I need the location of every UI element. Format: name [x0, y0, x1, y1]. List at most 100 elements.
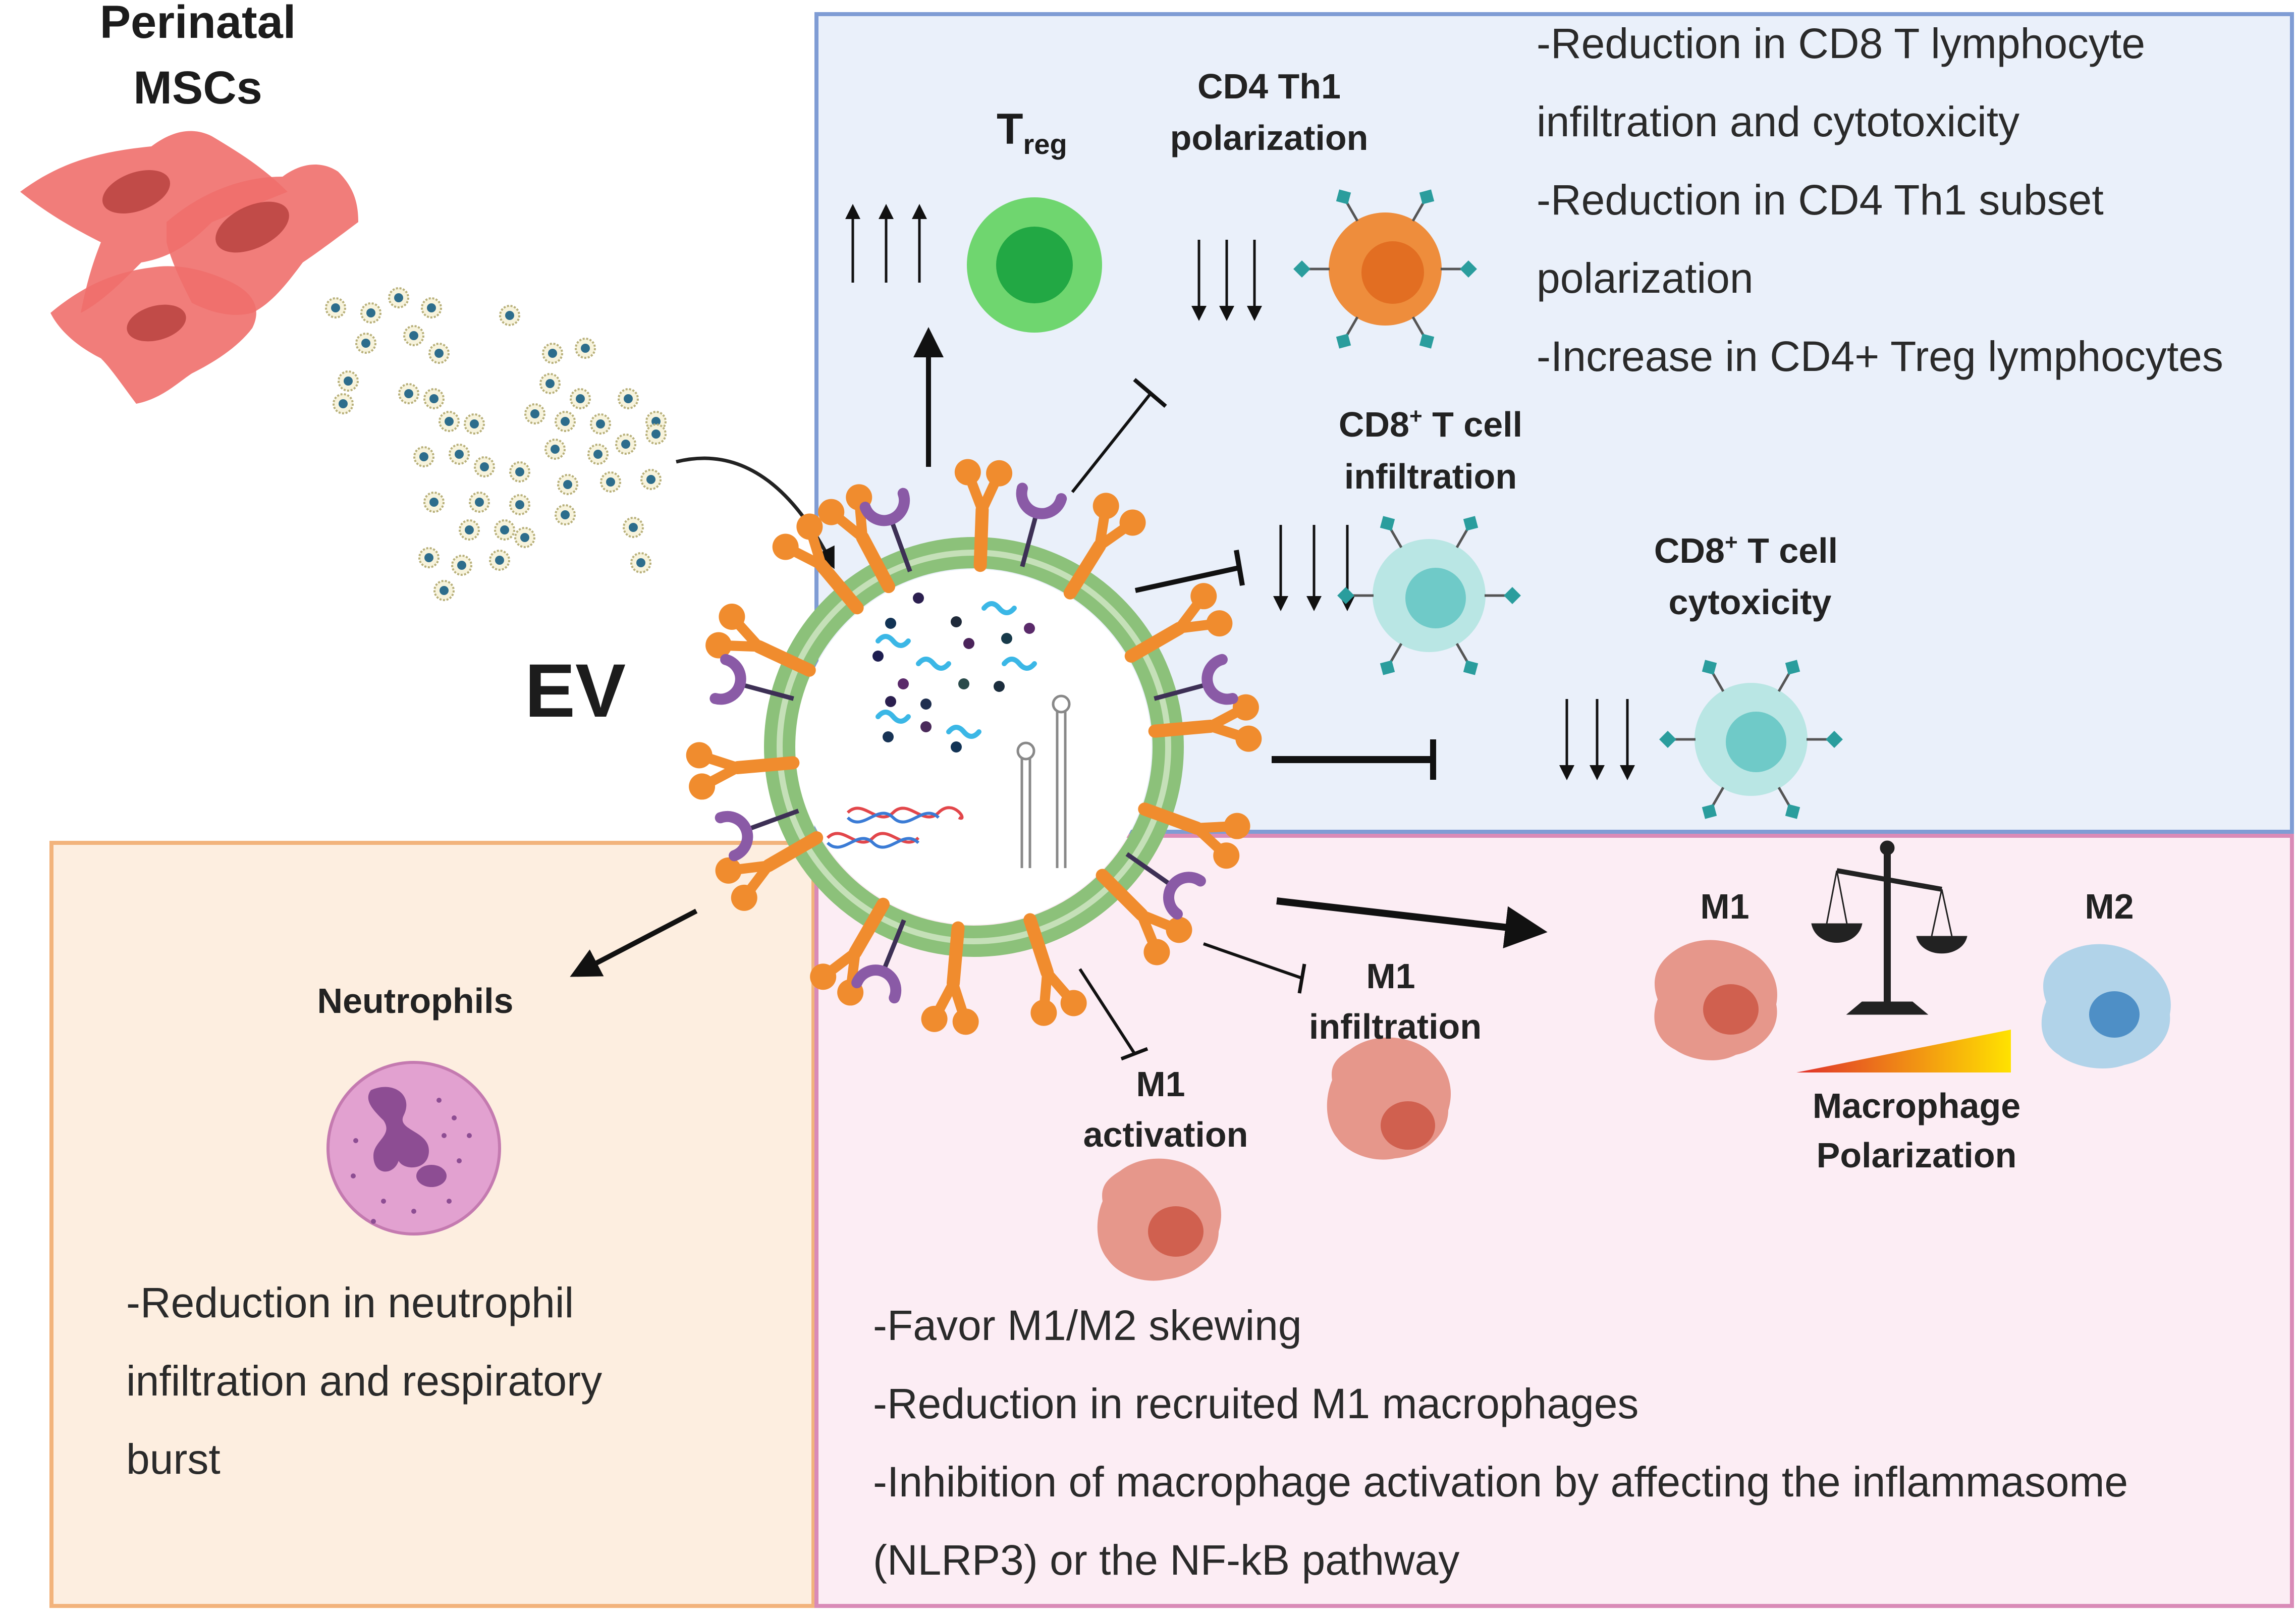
- mirna-hairpin-icon: [1016, 694, 1071, 868]
- exosome-icon: [623, 517, 644, 538]
- cd8-cytotoxicity-label-line2: cytoxicity: [1669, 582, 1832, 622]
- macrophage-notes: -Favor M1/M2 skewing -Reduction in recrui…: [873, 1302, 2128, 1584]
- exosome-icon: [587, 444, 609, 465]
- exosome-icon: [451, 555, 472, 576]
- exosome-icon: [428, 343, 450, 364]
- cd8-cytotoxicity-label-line1: CD8+ T cell: [1654, 530, 1838, 570]
- receptor-icon: [1096, 869, 1192, 965]
- inhibition-m1-activation: [1078, 968, 1149, 1061]
- msc-cell-icon: [20, 131, 288, 313]
- receptor-icon: [1124, 583, 1233, 663]
- msc-cell-icon: [50, 266, 256, 404]
- exosome-icon: [524, 403, 545, 424]
- exosome-icon: [355, 333, 376, 354]
- macrophage-icon: [2041, 944, 2171, 1069]
- receptor-icon: [1023, 913, 1087, 1026]
- receptor-icon: [705, 603, 816, 677]
- neutrophil-notes: -Reduction in neutrophil infiltration and…: [126, 1279, 602, 1483]
- exosome-icon: [464, 413, 485, 435]
- exosome-icon: [494, 519, 515, 541]
- inhibition-lines: [1071, 378, 1436, 780]
- note-line: -Favor M1/M2 skewing: [873, 1302, 1302, 1349]
- exosome-icon: [590, 413, 611, 435]
- polarization-label-line2: Polarization: [1817, 1136, 2017, 1175]
- treg-cell-icon: [967, 197, 1102, 333]
- ev-label: EV: [525, 648, 626, 733]
- exosome-icon: [423, 492, 445, 513]
- m1-activation-label-line2: activation: [1083, 1115, 1248, 1154]
- neutrophils-label: Neutrophils: [317, 981, 514, 1021]
- receptor-icon: [1138, 802, 1250, 869]
- receptor-icon: [772, 513, 864, 615]
- m1-infiltration-label-line1: M1: [1366, 956, 1415, 996]
- exosome-icon: [421, 297, 442, 318]
- note-line: (NLRP3) or the NF-kB pathway: [873, 1536, 1459, 1584]
- note-line: -Inhibition of macrophage activation by …: [873, 1458, 2128, 1506]
- exosome-icon: [433, 580, 455, 601]
- exosome-icon: [542, 343, 563, 364]
- exosome-icon: [514, 527, 535, 548]
- receptor-icon: [709, 654, 794, 705]
- cd8-cell-icon: [1659, 660, 1843, 819]
- exosome-icon: [509, 461, 530, 482]
- note-line: -Reduction in CD4 Th1 subset: [1537, 176, 2104, 224]
- note-line: -Reduction in recruited M1 macrophages: [873, 1380, 1638, 1427]
- exosome-icon: [459, 519, 480, 541]
- inhibition-m1-infiltration: [1203, 942, 1306, 994]
- decrease-arrows-th1: [1191, 240, 1262, 321]
- note-line: infiltration and respiratory: [126, 1357, 602, 1405]
- exosome-icon: [570, 388, 591, 409]
- m1-activation-label-line1: M1: [1136, 1064, 1185, 1104]
- exosome-icon: [645, 423, 667, 445]
- exosome-icon: [439, 411, 460, 432]
- note-line: -Increase in CD4+ Treg lymphocytes: [1537, 333, 2223, 380]
- cd8-infiltration-label-line1: CD8+ T cell: [1339, 404, 1522, 444]
- exosome-icon: [423, 388, 445, 409]
- exosome-icon: [489, 550, 510, 571]
- macrophage-icon: [1654, 940, 1777, 1060]
- msc-cluster: [20, 131, 358, 404]
- th1-cell-icon: [1293, 189, 1477, 349]
- m1-infiltration-label-line2: infiltration: [1309, 1007, 1482, 1046]
- exosome-icon: [575, 338, 596, 359]
- exosome-icon: [618, 388, 639, 409]
- note-line: infiltration and cytotoxicity: [1537, 98, 2019, 145]
- note-line: -Reduction in neutrophil: [126, 1279, 574, 1326]
- exosome-icon: [449, 444, 470, 465]
- receptor-icon: [715, 809, 799, 862]
- receptor-icon: [1154, 654, 1238, 705]
- increase-arrows: [845, 204, 927, 283]
- exosome-icon: [474, 456, 495, 477]
- decrease-arrows-cd8-cytotoxicity: [1559, 699, 1635, 780]
- receptor-icon: [859, 488, 912, 572]
- receptor-icon: [1148, 694, 1262, 752]
- note-line: polarization: [1537, 254, 1754, 302]
- exosome-icon: [338, 370, 359, 392]
- exosome-icon: [403, 325, 424, 346]
- treg-label: Treg: [997, 105, 1067, 160]
- ev-receptors: [686, 459, 1262, 1035]
- exosome-icon: [539, 373, 561, 394]
- exosome-icon: [325, 297, 346, 318]
- receptor-icon: [954, 459, 1013, 572]
- exosome-icon: [630, 552, 651, 573]
- lymphocyte-notes: -Reduction in CD8 T lymphocyteinfiltrati…: [1537, 20, 2223, 380]
- exosome-icon: [469, 492, 490, 513]
- polarization-label-line1: Macrophage: [1813, 1086, 2020, 1125]
- m2-label: M2: [2085, 887, 2134, 926]
- arrow-to-polarization: [1276, 897, 1548, 949]
- receptor-icon: [715, 831, 824, 911]
- exosome-icon: [413, 446, 434, 467]
- exosome-icon: [600, 471, 621, 493]
- note-line: burst: [126, 1435, 221, 1483]
- receptor-icon: [1125, 852, 1206, 920]
- neutrophil-icon: [326, 1061, 501, 1236]
- cd8-infiltration-label-line2: infiltration: [1344, 457, 1517, 496]
- m1-label: M1: [1700, 887, 1749, 926]
- exosome-icon: [557, 474, 578, 495]
- exosome-icon: [398, 383, 419, 404]
- receptor-icon: [921, 921, 979, 1035]
- exosome-icon: [509, 494, 530, 515]
- exosome-icon: [544, 439, 566, 460]
